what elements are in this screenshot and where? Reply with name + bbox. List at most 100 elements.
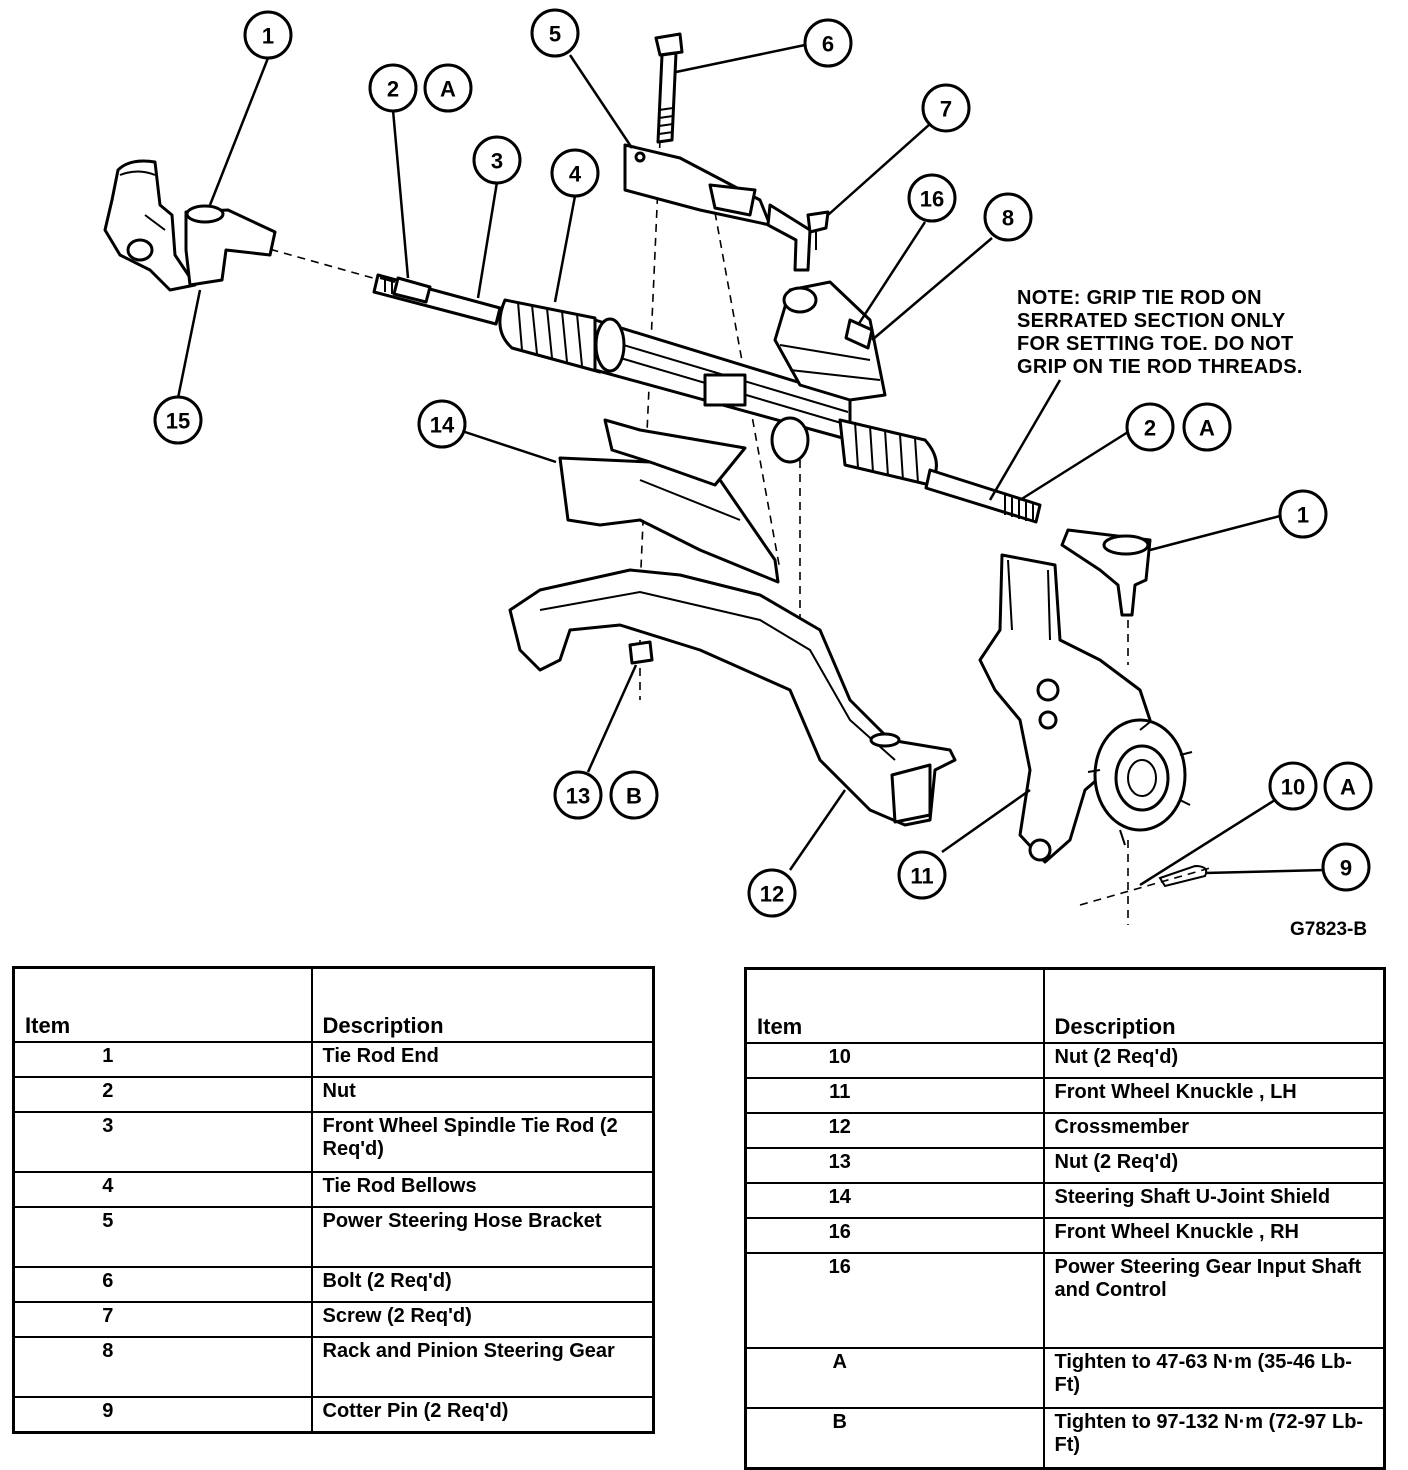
figure-code: G7823-B — [1290, 919, 1368, 940]
item-description: Crossmember — [1042, 1112, 1386, 1149]
callout-1: 1 — [1278, 489, 1328, 539]
crossmember — [508, 568, 957, 827]
item-number: 14 — [744, 1182, 1045, 1219]
item-number: 12 — [744, 1112, 1045, 1149]
item-number: 7 — [12, 1301, 313, 1338]
callout-13: 13 — [553, 770, 603, 820]
svg-text:1: 1 — [262, 24, 274, 49]
svg-text:A: A — [1199, 416, 1215, 441]
callout-1: 1 — [243, 10, 293, 60]
leader-lines — [176, 43, 1326, 887]
tie-rod-right — [924, 468, 1042, 524]
item-number: 11 — [744, 1077, 1045, 1114]
svg-text:5: 5 — [549, 22, 561, 47]
tie-rod-left — [372, 273, 502, 326]
callout-B: B — [609, 770, 659, 820]
svg-text:14: 14 — [430, 413, 455, 438]
svg-text:7: 7 — [940, 97, 952, 122]
table-header-row: Item Description — [744, 967, 1386, 1044]
item-description: Power Steering Gear Input Shaft and Cont… — [1042, 1252, 1386, 1349]
callout-3: 3 — [472, 135, 522, 185]
bellows-left — [498, 298, 602, 374]
svg-text:2: 2 — [1144, 416, 1156, 441]
item-description: Tie Rod End — [310, 1041, 655, 1078]
svg-text:A: A — [1340, 775, 1356, 800]
svg-text:3: 3 — [491, 149, 503, 174]
tie-rod-end-right — [1060, 528, 1152, 617]
item-number: 16 — [744, 1217, 1045, 1254]
item-description: Cotter Pin (2 Req'd) — [310, 1396, 655, 1433]
item-description: Nut (2 Req'd) — [1042, 1147, 1386, 1184]
callout-12: 12 — [747, 868, 797, 918]
knuckle-lh — [978, 553, 1152, 864]
item-description: Screw (2 Req'd) — [310, 1301, 655, 1338]
svg-text:4: 4 — [569, 162, 582, 187]
callout-4: 4 — [550, 148, 600, 198]
item-number: 1 — [12, 1041, 313, 1078]
item-description: Front Wheel Knuckle , LH — [1042, 1077, 1386, 1114]
item-header: Item — [744, 967, 1045, 1044]
callout-9: 9 — [1321, 842, 1371, 892]
callout-5: 5 — [530, 8, 580, 58]
description-header: Description — [1042, 967, 1386, 1044]
svg-text:10: 10 — [1281, 775, 1305, 800]
item-number: 4 — [12, 1171, 313, 1208]
item-description: Tighten to 97-132 N·m (72-97 Lb-Ft) — [1042, 1407, 1386, 1469]
item-description: Nut (2 Req'd) — [1042, 1042, 1386, 1079]
description-header: Description — [310, 966, 655, 1043]
rack-housing — [593, 317, 852, 464]
item-description: Tighten to 47-63 N·m (35-46 Lb-Ft) — [1042, 1347, 1386, 1409]
item-number: 8 — [12, 1336, 313, 1398]
item-number: 2 — [12, 1076, 313, 1113]
item-number: 3 — [12, 1111, 313, 1173]
item-description: Steering Shaft U-Joint Shield — [1042, 1182, 1386, 1219]
item-description: Rack and Pinion Steering Gear — [310, 1336, 655, 1398]
callout-8: 8 — [983, 192, 1033, 242]
item-header: Item — [12, 966, 313, 1043]
callout-15: 15 — [153, 395, 203, 445]
callout-6: 6 — [803, 18, 853, 68]
callout-A: A — [423, 63, 473, 113]
item-number: 6 — [12, 1266, 313, 1303]
item-description: Tie Rod Bellows — [310, 1171, 655, 1208]
callout-7: 7 — [921, 83, 971, 133]
table-header-row: Item Description — [12, 966, 655, 1043]
u-joint-shield — [558, 418, 780, 584]
pinion-valve-body — [773, 280, 887, 402]
callout-16: 16 — [907, 173, 957, 223]
item-description: Power Steering Hose Bracket — [310, 1206, 655, 1268]
callout-11: 11 — [897, 850, 947, 900]
wheel-hub — [1087, 718, 1193, 846]
svg-text:2: 2 — [387, 77, 399, 102]
item-number: 9 — [12, 1396, 313, 1433]
item-number: 10 — [744, 1042, 1045, 1079]
svg-text:B: B — [626, 784, 642, 809]
item-number: A — [744, 1347, 1045, 1409]
nut — [628, 640, 654, 665]
item-description: Front Wheel Spindle Tie Rod (2 Req'd) — [310, 1111, 655, 1173]
screw — [806, 210, 830, 250]
hose-bracket — [623, 143, 812, 272]
item-number: 16 — [744, 1252, 1045, 1349]
item-number: B — [744, 1407, 1045, 1469]
knuckle-rh — [103, 159, 197, 292]
item-description: Front Wheel Knuckle , RH — [1042, 1217, 1386, 1254]
svg-text:11: 11 — [910, 864, 933, 889]
item-description: Bolt (2 Req'd) — [310, 1266, 655, 1303]
svg-text:8: 8 — [1002, 206, 1014, 231]
item-number: 5 — [12, 1206, 313, 1268]
